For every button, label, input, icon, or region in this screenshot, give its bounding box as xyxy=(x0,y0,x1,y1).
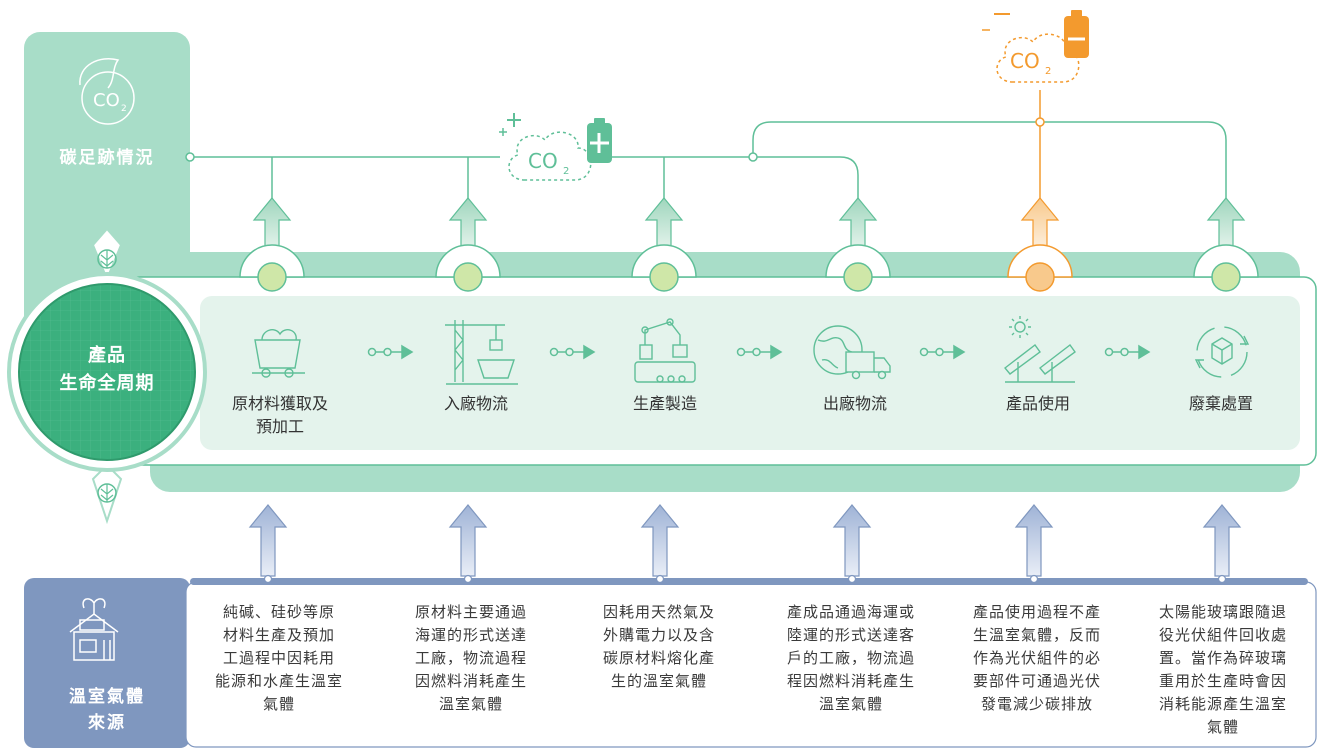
solar-panel-icon xyxy=(1003,316,1076,383)
carbon-connectors xyxy=(190,121,1227,200)
port-crane-icon xyxy=(445,320,518,385)
svg-text:CO: CO xyxy=(1010,49,1040,73)
flow-connectors xyxy=(367,344,1151,360)
robot-arm-icon xyxy=(634,318,696,383)
co2-minus-icon: CO 2 xyxy=(982,10,1089,83)
globe-truck-icon xyxy=(813,325,891,380)
lifecycle-core-circle xyxy=(7,272,207,472)
stage-label-inbound-logistics: 入廠物流 xyxy=(443,394,508,413)
stage-label-raw-materials: 原材料獲取及 預加工 xyxy=(231,394,328,436)
emission-arrows xyxy=(252,197,1246,251)
stage-label-product-use: 產品使用 xyxy=(1005,394,1070,413)
recycle-icon xyxy=(1194,326,1250,378)
carbon-footprint-label: 碳足跡情況 xyxy=(59,148,155,168)
svg-text:2: 2 xyxy=(563,166,569,177)
ghg-source-label: 溫室氣體 來源 xyxy=(30,684,184,736)
svg-text:CO: CO xyxy=(93,90,120,111)
source-text-raw-materials: 純碱、硅砂等原 材料生產及預加 工過程中因耗用 能源和水產生溫室 氣體 xyxy=(214,603,343,713)
ghg-source-bar xyxy=(190,578,1308,585)
stage-label-outbound-logistics: 出廠物流 xyxy=(822,394,887,413)
source-text-disposal: 太陽能玻璃跟隨退 役光伏組件回收處 置。當作為碎玻璃 重用於生產時會因 消耗能源… xyxy=(1158,603,1287,736)
svg-text:2: 2 xyxy=(1045,66,1051,77)
stage-label-manufacturing: 生產製造 xyxy=(632,394,697,413)
leaf-diamond-top-icon xyxy=(91,227,123,282)
leaf-diamond-bottom-icon xyxy=(91,463,123,525)
source-text-inbound-logistics: 原材料主要通過 海運的形式送達 工廠，物流過程 因燃料消耗產生 溫室氣體 xyxy=(414,603,527,713)
source-text-outbound-logistics: 產成品通過海運或 陸運的形式送達客 戶的工廠，物流過 程因燃料消耗產生 溫室氣體 xyxy=(786,603,915,713)
ghg-label-line2: 來源 xyxy=(88,713,126,733)
ghg-label-line1: 溫室氣體 xyxy=(69,687,145,707)
carbon-panel xyxy=(24,32,190,332)
stage-label-disposal: 廢棄處置 xyxy=(1188,394,1253,413)
lifecycle-inner xyxy=(200,296,1300,450)
ghg-source-panel xyxy=(24,578,190,748)
lifecycle-label-line1: 產品 xyxy=(88,345,126,366)
lifecycle-label-line2: 生命全周期 xyxy=(59,373,155,394)
stage-nodes xyxy=(239,244,1259,292)
greenhouse-icon xyxy=(69,598,119,661)
svg-text:2: 2 xyxy=(121,104,127,114)
source-arrows xyxy=(248,504,1242,577)
source-text-product-use: 產品使用過程不產 生溫室氣體，反而 作為光伏組件的必 要部件可通過光伏 發電減少… xyxy=(972,603,1101,713)
source-text-manufacturing: 因耗用天然氣及 外購電力以及含 碳原材料熔化產 生的溫室氣體 xyxy=(602,603,715,690)
svg-text:CO: CO xyxy=(528,149,558,173)
co2-leaf-icon: CO 2 xyxy=(79,58,135,125)
lifecycle-core-label: 產品 生命全周期 xyxy=(42,342,172,398)
ore-cart-icon xyxy=(252,329,305,378)
co2-plus-icon: CO 2 xyxy=(499,113,612,181)
